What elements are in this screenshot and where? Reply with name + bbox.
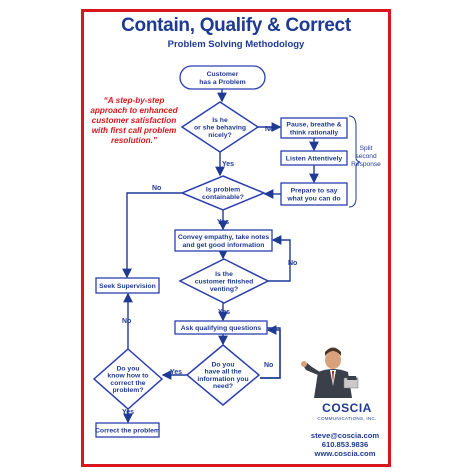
correct-process-box: Correct the problem <box>95 422 160 438</box>
logo-tagline: COMMUNICATIONS, INC. <box>317 416 377 421</box>
listen-box-shape <box>280 150 348 166</box>
no-label: No <box>264 362 273 369</box>
know_how-label-line: problem? <box>113 387 144 394</box>
know_how-label-line: Do you <box>116 366 139 373</box>
logo-wordmark: COSCIA <box>322 401 372 415</box>
page-title: Contain, Qualify & Correct <box>121 15 351 36</box>
yes-label: Yes <box>218 309 230 316</box>
all_info-label-line: information you <box>197 376 248 383</box>
pause-label-line: Pause, breathe & <box>286 121 341 128</box>
listen-process-box: Listen Attentively <box>280 150 348 166</box>
all_info-label-line: have all the <box>204 369 241 376</box>
businessman-figure <box>301 347 359 398</box>
empathy-label-line: Convey empathy, take notes <box>178 234 270 241</box>
yes-label: Yes <box>122 409 134 416</box>
edge-venting-no-to-empathy <box>268 235 291 282</box>
know_how-label-line: correct the <box>110 380 145 387</box>
start-terminator-shape <box>179 65 266 90</box>
no-label: No <box>288 260 297 267</box>
split-response-label: second <box>355 153 377 160</box>
containable-label-line: Is problem <box>206 187 240 194</box>
contact-website[interactable]: www.coscia.com <box>314 449 376 458</box>
edge-containable-no-to-supervision <box>122 192 182 279</box>
empathy-box-shape <box>174 229 273 252</box>
behaving-label-line: nicely? <box>208 132 231 139</box>
coscia-logo: COSCIA COMMUNICATIONS, INC. <box>312 401 382 431</box>
contact-email[interactable]: steve@coscia.com <box>310 431 380 440</box>
all_info-label-line: Do you <box>211 362 234 369</box>
prepare-box-shape <box>280 182 348 206</box>
venting-label-line: Is the <box>215 271 233 278</box>
pause-process-box: Pause, breathe &think rationally <box>280 117 348 139</box>
behaving-label-line: Is he <box>212 117 228 124</box>
venting-decision-shape <box>178 258 270 304</box>
correct-box-shape <box>95 422 160 438</box>
containable-label-line: containable? <box>202 194 244 201</box>
start-label-line: has a Problem <box>199 79 245 86</box>
behaving-label-line: or she behaving <box>194 124 246 131</box>
qualifying-process-box: Ask qualifying questions <box>174 320 268 335</box>
split-response-bracket <box>348 115 361 208</box>
venting-label-line: venting? <box>210 286 238 293</box>
venting-label-line: customer finished <box>195 278 254 285</box>
behaving-decision-shape <box>180 101 260 153</box>
listen-label-line: Listen Attentively <box>286 155 343 162</box>
containable-decision-shape <box>180 175 266 211</box>
qualifying-label-line: Ask qualifying questions <box>181 325 262 332</box>
start-label-line: Customer <box>207 71 239 78</box>
pause-box-shape <box>280 117 348 139</box>
pause-label-line: think rationally <box>290 129 339 136</box>
yes-label: Yes <box>217 219 229 226</box>
correct-label-line: Correct the problem <box>95 427 160 434</box>
supervision-process-box: Seek Supervision <box>95 277 160 294</box>
edge-all-info-no-to-qualifying <box>260 325 281 379</box>
no-label: No <box>122 318 131 325</box>
know_how-label-line: know how to <box>107 373 148 380</box>
empathy-label-line: and get good information <box>183 242 265 249</box>
prepare-label-line: what you can do <box>286 195 340 202</box>
all_info-decision-shape <box>185 344 261 406</box>
page-subtitle: Problem Solving Methodology <box>167 39 305 50</box>
prepare-label-line: Prepare to say <box>291 187 338 194</box>
split-response-label: Split <box>360 145 373 152</box>
no-label: No <box>152 185 161 192</box>
no-label: No <box>265 126 274 133</box>
contact-block: steve@coscia.com 610.853.9836 www.coscia… <box>300 431 390 458</box>
yes-label: Yes <box>222 161 234 168</box>
contact-phone: 610.853.9836 <box>321 440 369 449</box>
split-response-label: Response <box>351 161 381 168</box>
supervision-box-shape <box>95 277 160 294</box>
know_how-decision-shape <box>92 347 164 411</box>
qualifying-box-shape <box>174 320 268 335</box>
yes-label: Yes <box>170 369 182 376</box>
all_info-label-line: need? <box>213 383 233 390</box>
pull-quote: “A step-by-step approach to enhanced cus… <box>90 96 178 145</box>
supervision-label-line: Seek Supervision <box>99 283 156 290</box>
